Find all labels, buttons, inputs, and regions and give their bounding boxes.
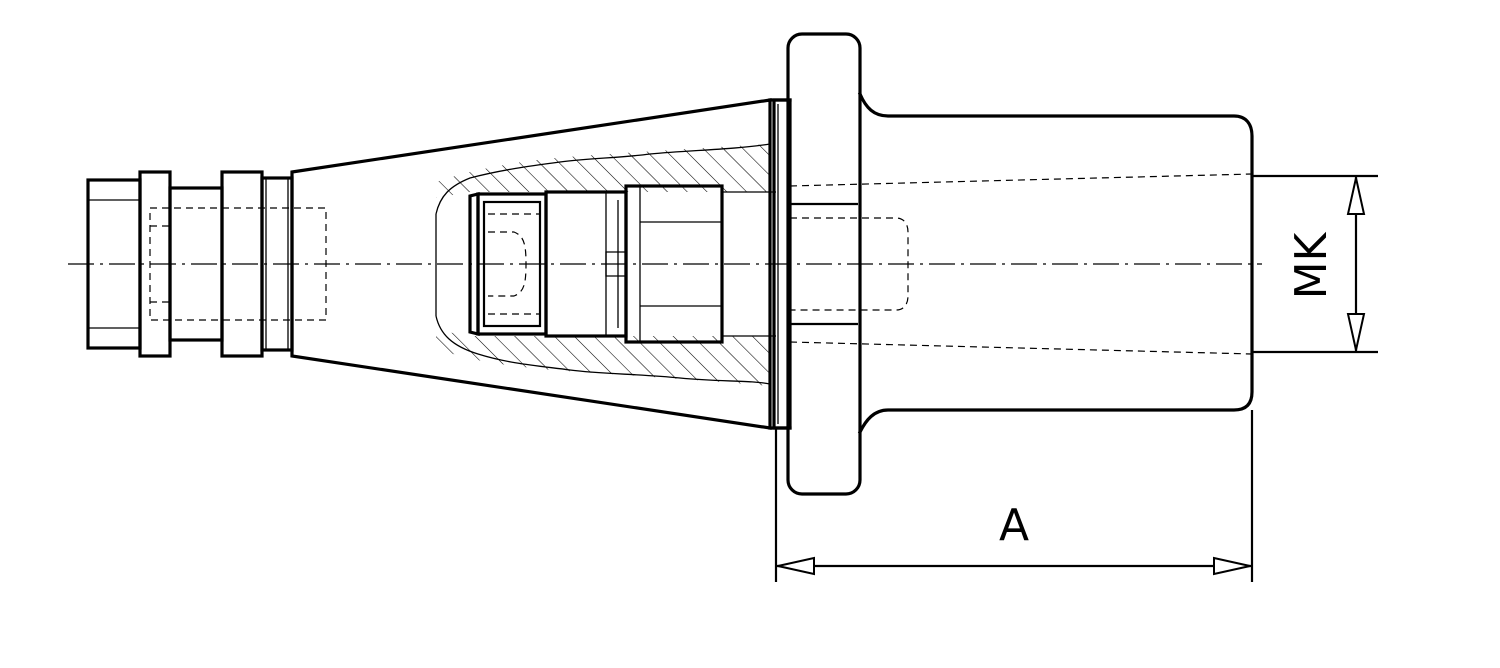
shank-body xyxy=(789,91,1254,435)
dimension-a-label: A xyxy=(999,500,1029,551)
dimension-mk-label: MK xyxy=(1286,231,1337,299)
break-line-upper xyxy=(435,143,771,215)
dimension-a: A xyxy=(774,410,1254,582)
internal-assembly xyxy=(468,184,776,344)
break-line-lower xyxy=(435,315,771,385)
dimension-mk: MK xyxy=(1252,174,1378,354)
flange xyxy=(768,32,862,496)
pull-stud xyxy=(86,170,327,358)
section-hatching xyxy=(436,144,770,386)
